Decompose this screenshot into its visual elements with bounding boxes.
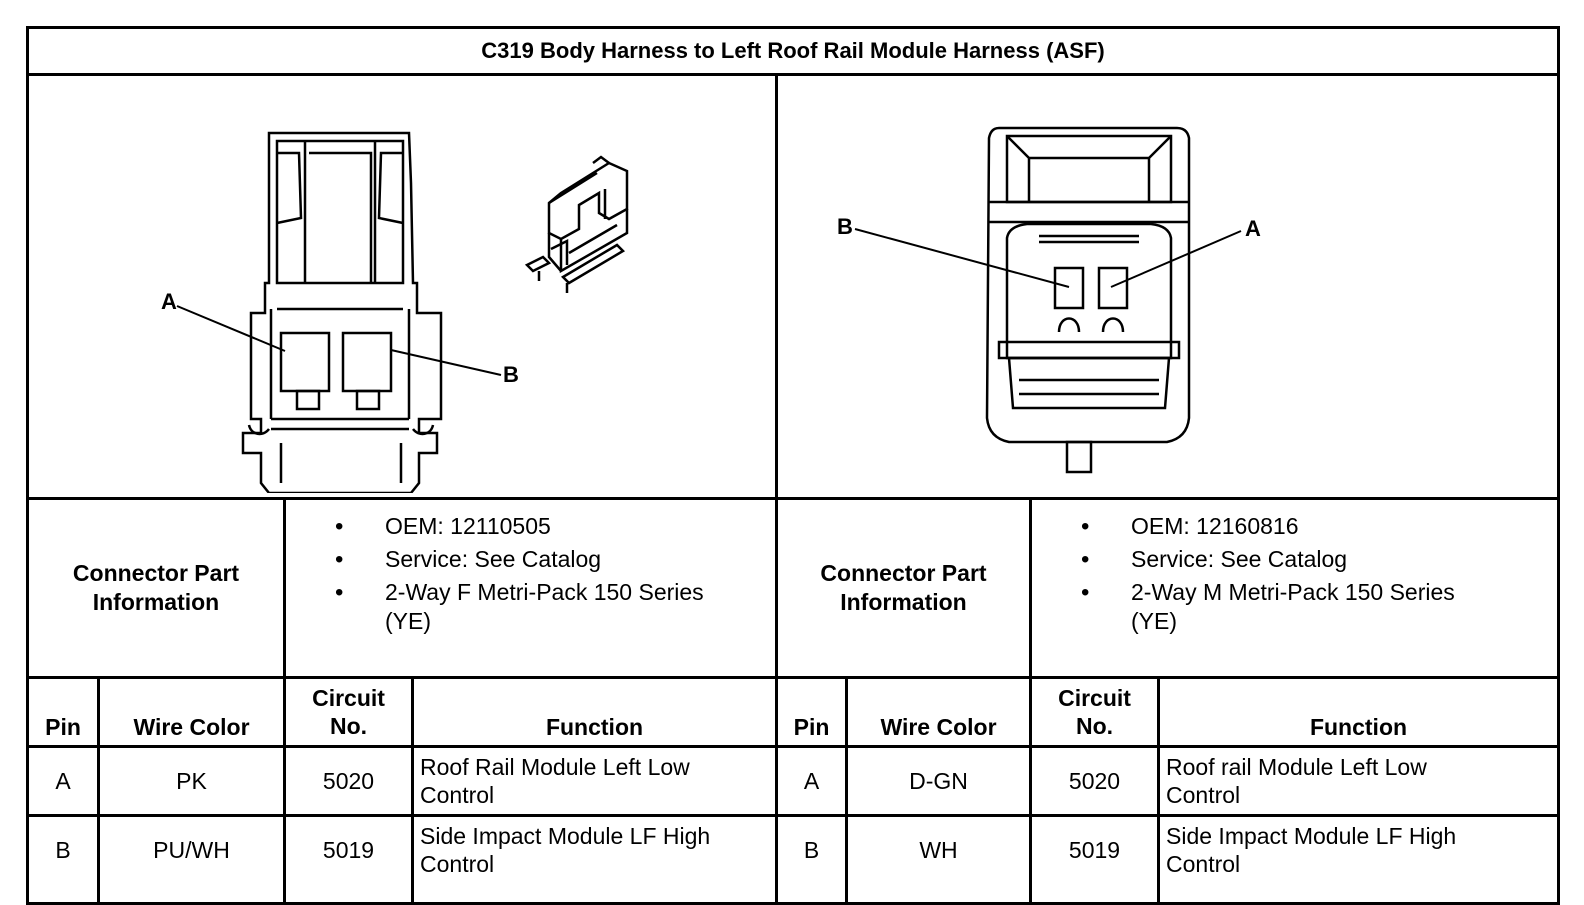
header-function: Function bbox=[1309, 714, 1408, 740]
col-divider bbox=[1157, 679, 1160, 902]
header-pin: Pin bbox=[45, 714, 81, 740]
callout-b-left: B bbox=[503, 362, 519, 387]
cell-circuit: 5020 bbox=[322, 767, 375, 794]
header-circuit-line2: No. bbox=[1075, 713, 1114, 739]
cell-circuit: 5019 bbox=[322, 836, 375, 863]
callout-b-right: B bbox=[837, 214, 853, 239]
callout-leader-lines-left bbox=[176, 305, 502, 376]
info-label-line2: Information bbox=[92, 589, 220, 615]
info-item: 2-Way F Metri-Pack 150 Series (YE) bbox=[335, 576, 765, 635]
col-divider bbox=[411, 679, 414, 902]
col-divider bbox=[775, 679, 778, 902]
cell-wire-color: WH bbox=[919, 836, 958, 863]
row-divider bbox=[29, 745, 1557, 748]
function-line2: Control bbox=[1166, 782, 1241, 808]
female-connector-isometric-drawing bbox=[524, 155, 629, 293]
info-item-text: 2-Way F Metri-Pack 150 Series bbox=[385, 579, 704, 605]
info-item: OEM: 12110505 bbox=[335, 510, 765, 543]
cell-wire-color: PU/WH bbox=[153, 836, 230, 863]
function-line1: Side Impact Module LF High bbox=[1166, 823, 1457, 849]
info-divider-1 bbox=[283, 500, 286, 676]
info-item-wrap: (YE) bbox=[1131, 608, 1177, 634]
header-circuit-line1: Circuit bbox=[312, 685, 385, 711]
connector-part-info-list-right: OEM: 12160816 Service: See Catalog 2-Way… bbox=[1081, 510, 1541, 635]
cell-pin: B bbox=[803, 836, 820, 863]
col-divider bbox=[97, 679, 100, 902]
header-wire-color: Wire Color bbox=[880, 714, 997, 740]
function-line1: Side Impact Module LF High bbox=[420, 823, 711, 849]
info-item: Service: See Catalog bbox=[335, 543, 765, 576]
function-line2: Control bbox=[420, 851, 495, 877]
info-divider-3 bbox=[1029, 500, 1032, 676]
callout-a-right: A bbox=[1245, 216, 1261, 241]
col-divider bbox=[283, 679, 286, 902]
info-item: 2-Way M Metri-Pack 150 Series (YE) bbox=[1081, 576, 1541, 635]
function-line2: Control bbox=[1166, 851, 1241, 877]
info-label-line1: Connector Part bbox=[72, 560, 240, 586]
row-divider bbox=[29, 814, 1557, 817]
cell-circuit: 5020 bbox=[1068, 767, 1121, 794]
function-line2: Control bbox=[420, 782, 495, 808]
info-item: OEM: 12160816 bbox=[1081, 510, 1541, 543]
header-pin: Pin bbox=[793, 714, 830, 740]
header-function: Function bbox=[545, 714, 644, 740]
info-label-line2: Information bbox=[840, 589, 967, 615]
callout-a-left: A bbox=[161, 289, 177, 314]
cell-pin: A bbox=[803, 767, 820, 794]
page-title: C319 Body Harness to Left Roof Rail Modu… bbox=[29, 29, 1557, 76]
cell-wire-color: PK bbox=[176, 767, 207, 794]
diagram-divider bbox=[775, 73, 778, 497]
callout-leader-lines-right bbox=[854, 228, 1242, 288]
cell-circuit: 5019 bbox=[1068, 836, 1121, 863]
cell-wire-color: D-GN bbox=[909, 767, 968, 794]
connector-sheet: C319 Body Harness to Left Roof Rail Modu… bbox=[26, 26, 1560, 905]
info-item-text: 2-Way M Metri-Pack 150 Series bbox=[1131, 579, 1455, 605]
header-wire-color: Wire Color bbox=[133, 714, 250, 740]
connector-part-info-list-left: OEM: 12110505 Service: See Catalog 2-Way… bbox=[335, 510, 765, 635]
col-divider bbox=[845, 679, 848, 902]
female-connector-face-drawing bbox=[241, 131, 443, 493]
header-circuit-line2: No. bbox=[329, 713, 368, 739]
cell-pin: B bbox=[55, 836, 71, 863]
function-line1: Roof Rail Module Left Low bbox=[420, 754, 690, 780]
function-line1: Roof rail Module Left Low bbox=[1166, 754, 1427, 780]
col-divider bbox=[1029, 679, 1032, 902]
header-circuit-line1: Circuit bbox=[1058, 685, 1131, 711]
cell-pin: A bbox=[55, 767, 71, 794]
diagram-row: A B B A bbox=[29, 73, 1557, 500]
info-divider-2 bbox=[775, 500, 778, 676]
info-label-line1: Connector Part bbox=[820, 560, 987, 586]
info-item: Service: See Catalog bbox=[1081, 543, 1541, 576]
male-connector-face-drawing bbox=[985, 126, 1191, 474]
info-item-wrap: (YE) bbox=[385, 608, 431, 634]
